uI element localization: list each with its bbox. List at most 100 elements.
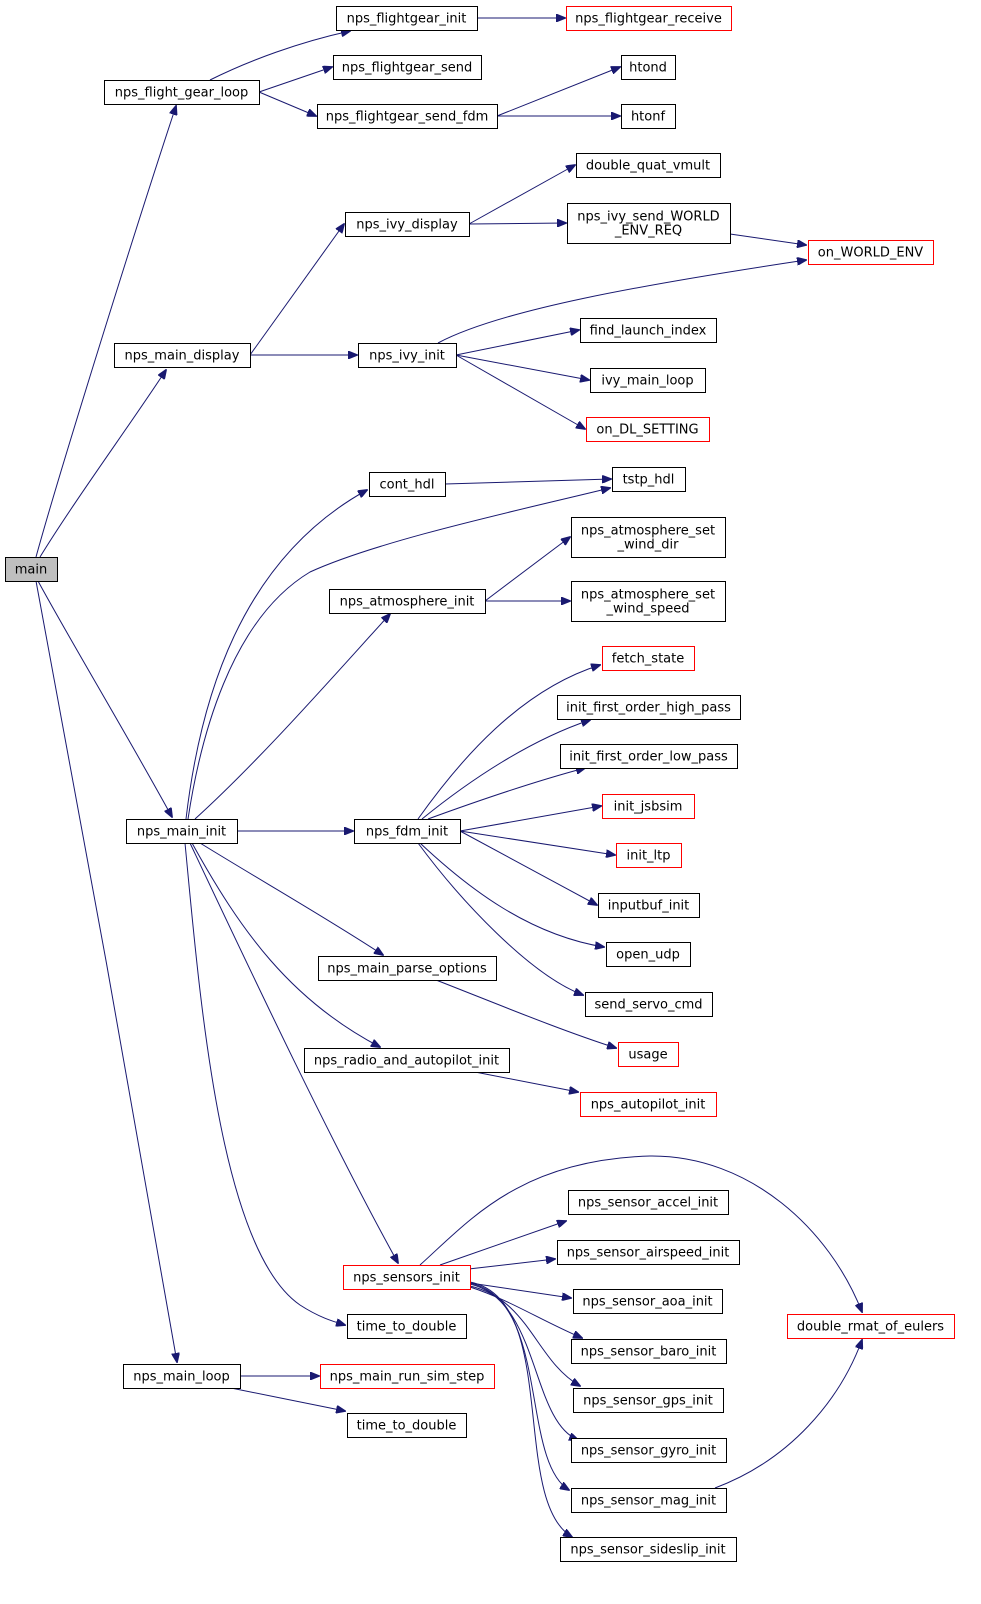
node-fg-send[interactable]: nps_flightgear_send [333, 55, 482, 80]
node-label: nps_fdm_init [366, 825, 448, 840]
node-ivy-send-world[interactable]: nps_ivy_send_WORLD_ENV_REQ [567, 203, 731, 244]
node-main[interactable]: main [5, 557, 58, 582]
node-label: nps_sensor_gyro_init [581, 1444, 716, 1459]
node-dqv[interactable]: double_quat_vmult [576, 153, 721, 178]
node-fg-receive[interactable]: nps_flightgear_receive [566, 6, 732, 31]
edge-fdm_init-to-open_udp [419, 842, 604, 947]
node-label: nps_autopilot_init [591, 1098, 706, 1113]
node-aoa[interactable]: nps_sensor_aoa_init [573, 1289, 723, 1314]
node-fetch-state[interactable]: fetch_state [602, 646, 695, 671]
node-jsbsim[interactable]: init_jsbsim [602, 794, 695, 819]
node-mag[interactable]: nps_sensor_mag_init [571, 1488, 727, 1513]
node-box [598, 893, 700, 918]
node-atm-wind-speed[interactable]: nps_atmosphere_set_wind_speed [571, 581, 726, 622]
node-lp[interactable]: init_first_order_low_pass [560, 744, 738, 769]
node-box [347, 1413, 467, 1438]
node-gps[interactable]: nps_sensor_gps_init [573, 1388, 724, 1413]
node-label: nps_sensor_aoa_init [582, 1295, 712, 1310]
node-atm-init[interactable]: nps_atmosphere_init [329, 589, 486, 614]
edge-ivy_display-to-dqv [468, 165, 575, 225]
node-label: _wind_speed [605, 602, 689, 617]
node-radio-ap[interactable]: nps_radio_and_autopilot_init [304, 1048, 510, 1073]
node-label: nps_flightgear_send [342, 61, 472, 76]
node-label: cont_hdl [379, 478, 434, 493]
node-atm-wind-dir[interactable]: nps_atmosphere_set_wind_dir [571, 517, 726, 558]
node-gyro[interactable]: nps_sensor_gyro_init [571, 1438, 727, 1463]
node-tstp-hdl[interactable]: tstp_hdl [612, 467, 686, 492]
node-label: nps_sensor_baro_init [581, 1345, 717, 1360]
node-label: init_ltp [626, 849, 670, 864]
node-label: send_servo_cmd [594, 998, 702, 1013]
node-label: nps_flight_gear_loop [115, 86, 249, 101]
node-usage[interactable]: usage [618, 1042, 679, 1067]
node-ivy-main-loop[interactable]: ivy_main_loop [590, 368, 706, 393]
node-on-world-env[interactable]: on_WORLD_ENV [808, 240, 934, 265]
node-on-dl-setting[interactable]: on_DL_SETTING [586, 417, 710, 442]
node-label: nps_sensor_mag_init [581, 1494, 716, 1509]
node-main-display[interactable]: nps_main_display [114, 343, 251, 368]
node-box [557, 1240, 740, 1265]
node-hp[interactable]: init_first_order_high_pass [557, 695, 741, 720]
node-cont-hdl[interactable]: cont_hdl [369, 472, 446, 497]
edge-main-to-main_display [39, 370, 166, 558]
node-inputbuf[interactable]: inputbuf_init [598, 893, 700, 918]
node-t2d-b[interactable]: time_to_double [347, 1413, 467, 1438]
node-box [557, 695, 741, 720]
node-label: on_DL_SETTING [596, 423, 698, 438]
node-airspeed[interactable]: nps_sensor_airspeed_init [557, 1240, 740, 1265]
node-sensors-init[interactable]: nps_sensors_init [343, 1265, 471, 1290]
node-main-loop[interactable]: nps_main_loop [123, 1364, 241, 1389]
node-box [343, 1265, 471, 1290]
node-parse-opts[interactable]: nps_main_parse_options [318, 956, 497, 981]
node-label: nps_main_parse_options [327, 962, 487, 977]
edge-ivy_init-to-find_launch [455, 330, 579, 356]
node-ivy-init[interactable]: nps_ivy_init [358, 343, 457, 368]
node-box [104, 80, 260, 105]
node-main-init[interactable]: nps_main_init [126, 819, 238, 844]
node-box [571, 517, 726, 558]
node-fdm-init[interactable]: nps_fdm_init [354, 819, 461, 844]
node-t2d-a[interactable]: time_to_double [347, 1314, 467, 1339]
edge-sensors_init-to-sideslip [469, 1281, 572, 1537]
node-htond[interactable]: htond [621, 55, 676, 80]
node-open-udp[interactable]: open_udp [606, 942, 691, 967]
node-label: nps_atmosphere_set [581, 524, 715, 539]
node-label: main [15, 563, 47, 578]
node-box [621, 104, 676, 129]
node-rmat[interactable]: double_rmat_of_eulers [787, 1314, 955, 1339]
node-init-ltp[interactable]: init_ltp [616, 843, 682, 868]
node-box [621, 55, 676, 80]
node-label: find_launch_index [590, 324, 707, 339]
node-box [304, 1048, 510, 1073]
node-sideslip[interactable]: nps_sensor_sideslip_init [560, 1537, 737, 1562]
edge-sensors_init-to-mag [469, 1282, 569, 1490]
node-label: nps_main_display [125, 349, 240, 364]
node-baro[interactable]: nps_sensor_baro_init [571, 1339, 727, 1364]
node-find-launch[interactable]: find_launch_index [580, 318, 717, 343]
edge-radio_ap-to-ap_init [474, 1071, 578, 1092]
node-send-servo[interactable]: send_servo_cmd [585, 992, 713, 1017]
node-box [320, 1364, 495, 1389]
edge-main_init-to-tstp_hdl [187, 488, 610, 820]
edge-main_loop-to-t2d_b [230, 1387, 345, 1411]
node-box [787, 1314, 955, 1339]
node-flight-gear-loop[interactable]: nps_flight_gear_loop [104, 80, 260, 105]
edge-mag-to-rmat [714, 1340, 862, 1489]
node-fg-send-fdm[interactable]: nps_flightgear_send_fdm [317, 104, 498, 129]
node-accel[interactable]: nps_sensor_accel_init [568, 1190, 729, 1215]
node-label: nps_main_loop [133, 1370, 230, 1385]
node-box [808, 240, 934, 265]
node-fg-init[interactable]: nps_flightgear_init [336, 6, 478, 31]
edge-main_display-to-ivy_display [249, 224, 344, 356]
node-sim-step[interactable]: nps_main_run_sim_step [320, 1364, 495, 1389]
node-box [571, 1438, 727, 1463]
node-ivy-display[interactable]: nps_ivy_display [345, 212, 470, 237]
edge-flight_gear_loop-to-fg_send_fdm [258, 91, 316, 116]
node-htonf[interactable]: htonf [621, 104, 676, 129]
node-box [566, 6, 732, 31]
node-box [602, 646, 695, 671]
node-label: fetch_state [612, 652, 685, 667]
node-label: nps_sensors_init [353, 1271, 460, 1286]
node-ap-init[interactable]: nps_autopilot_init [580, 1092, 717, 1117]
